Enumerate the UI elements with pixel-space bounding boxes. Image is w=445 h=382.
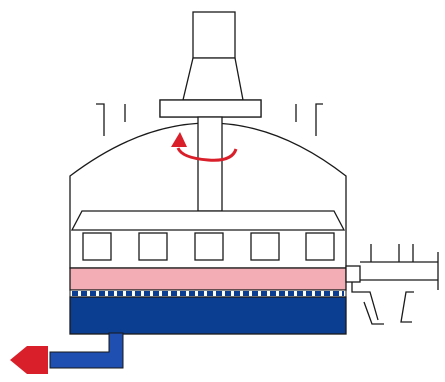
outlet-pipe — [49, 332, 124, 369]
drive-motor — [192, 11, 236, 59]
filtrate-chamber — [69, 296, 347, 335]
agitator-bridge — [70, 210, 346, 231]
discharge-valve — [345, 244, 439, 325]
filter-cake-layer — [69, 267, 347, 291]
agitator-arm — [250, 232, 280, 261]
agitator-arm — [138, 232, 168, 261]
agitator-arm — [82, 232, 112, 261]
drive-gearbox — [182, 57, 244, 101]
agitator-arm — [305, 232, 335, 261]
dome-nozzle-right — [295, 103, 323, 136]
agitator-arms — [82, 232, 335, 261]
agitator-shaft — [197, 116, 223, 212]
rotation-arrow-icon — [171, 132, 238, 162]
outlet-arrow-icon — [10, 346, 48, 374]
drive-flange-front — [159, 99, 262, 118]
agitator-arm — [194, 232, 224, 261]
dome-nozzle-left — [96, 103, 126, 136]
